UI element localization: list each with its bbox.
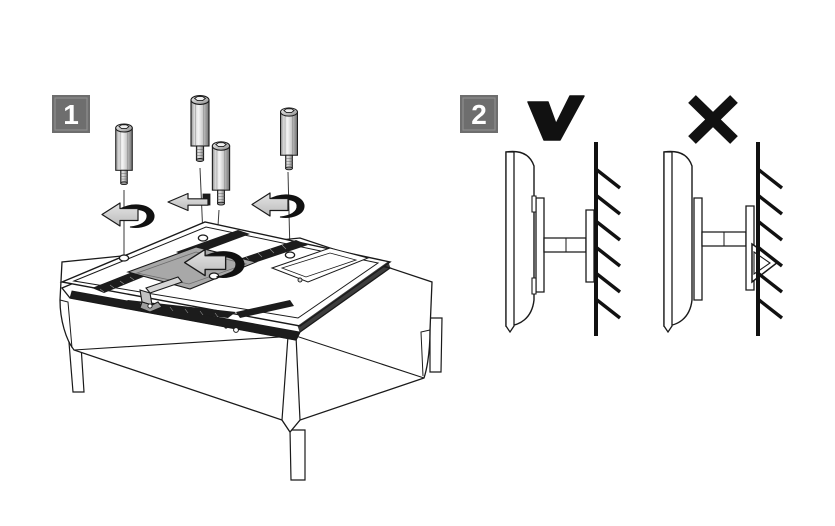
step-2-badge-number: 2 xyxy=(471,99,487,130)
step-1-badge: 1 xyxy=(52,95,90,133)
vesa-holes-group xyxy=(118,234,296,280)
variant-incorrect-group xyxy=(663,142,784,336)
vesa-hole-front-left xyxy=(118,254,130,262)
bracket-arm-bar xyxy=(145,276,183,294)
step-1-badge-inner-border xyxy=(54,97,88,131)
tv-bracket-rail-correct xyxy=(535,197,545,293)
speaker-grille-front-right xyxy=(236,300,294,318)
step-2-group: 2 xyxy=(460,95,784,336)
wall-hatching-incorrect xyxy=(757,168,784,320)
connector-panel-inner xyxy=(280,252,358,278)
step-2-badge-square xyxy=(460,95,498,133)
step-1-badge-number: 1 xyxy=(63,99,79,130)
bracket-screw xyxy=(147,303,153,309)
cross-icon xyxy=(688,95,738,144)
tv-bracket-hook-top-correct xyxy=(531,195,537,213)
tablecloth-right-fold xyxy=(420,329,431,377)
checkmark-icon xyxy=(527,95,585,141)
tablecloth-corner-fold xyxy=(281,335,301,434)
step-2-badge: 2 xyxy=(460,95,498,133)
wall-plate-correct xyxy=(585,209,595,283)
step-1-group: 1 xyxy=(52,95,443,481)
table-leg-front xyxy=(289,429,306,481)
tv-front-indicator-dot xyxy=(224,325,228,329)
tv-profile-front-face-incorrect xyxy=(663,151,673,334)
wall-hatching-correct xyxy=(595,168,622,320)
table-leg-right xyxy=(429,317,443,373)
mount-bracket-arm xyxy=(139,276,183,313)
step-2-badge-inner-border xyxy=(462,97,496,131)
tablecloth-left-fold xyxy=(59,299,73,349)
tv-inner-bezel xyxy=(72,226,380,319)
vesa-hole-rear-left xyxy=(197,234,209,242)
vesa-hole-front-right xyxy=(208,272,220,280)
tv-profile-front-face-correct xyxy=(505,151,515,334)
tv-bracket-rail-incorrect xyxy=(693,197,703,301)
vesa-hole-rear-right xyxy=(284,251,296,259)
tv-right-trim xyxy=(297,261,391,333)
mount-arm-correct xyxy=(543,237,587,253)
tv-front-indicator-hole xyxy=(233,327,239,333)
connector-panel xyxy=(270,247,370,283)
step-1-badge-square xyxy=(52,95,90,133)
tv-bracket-hook-bottom-correct xyxy=(531,277,537,295)
connector-port xyxy=(297,277,303,283)
variant-correct-group xyxy=(505,142,622,336)
television-group xyxy=(59,221,392,341)
